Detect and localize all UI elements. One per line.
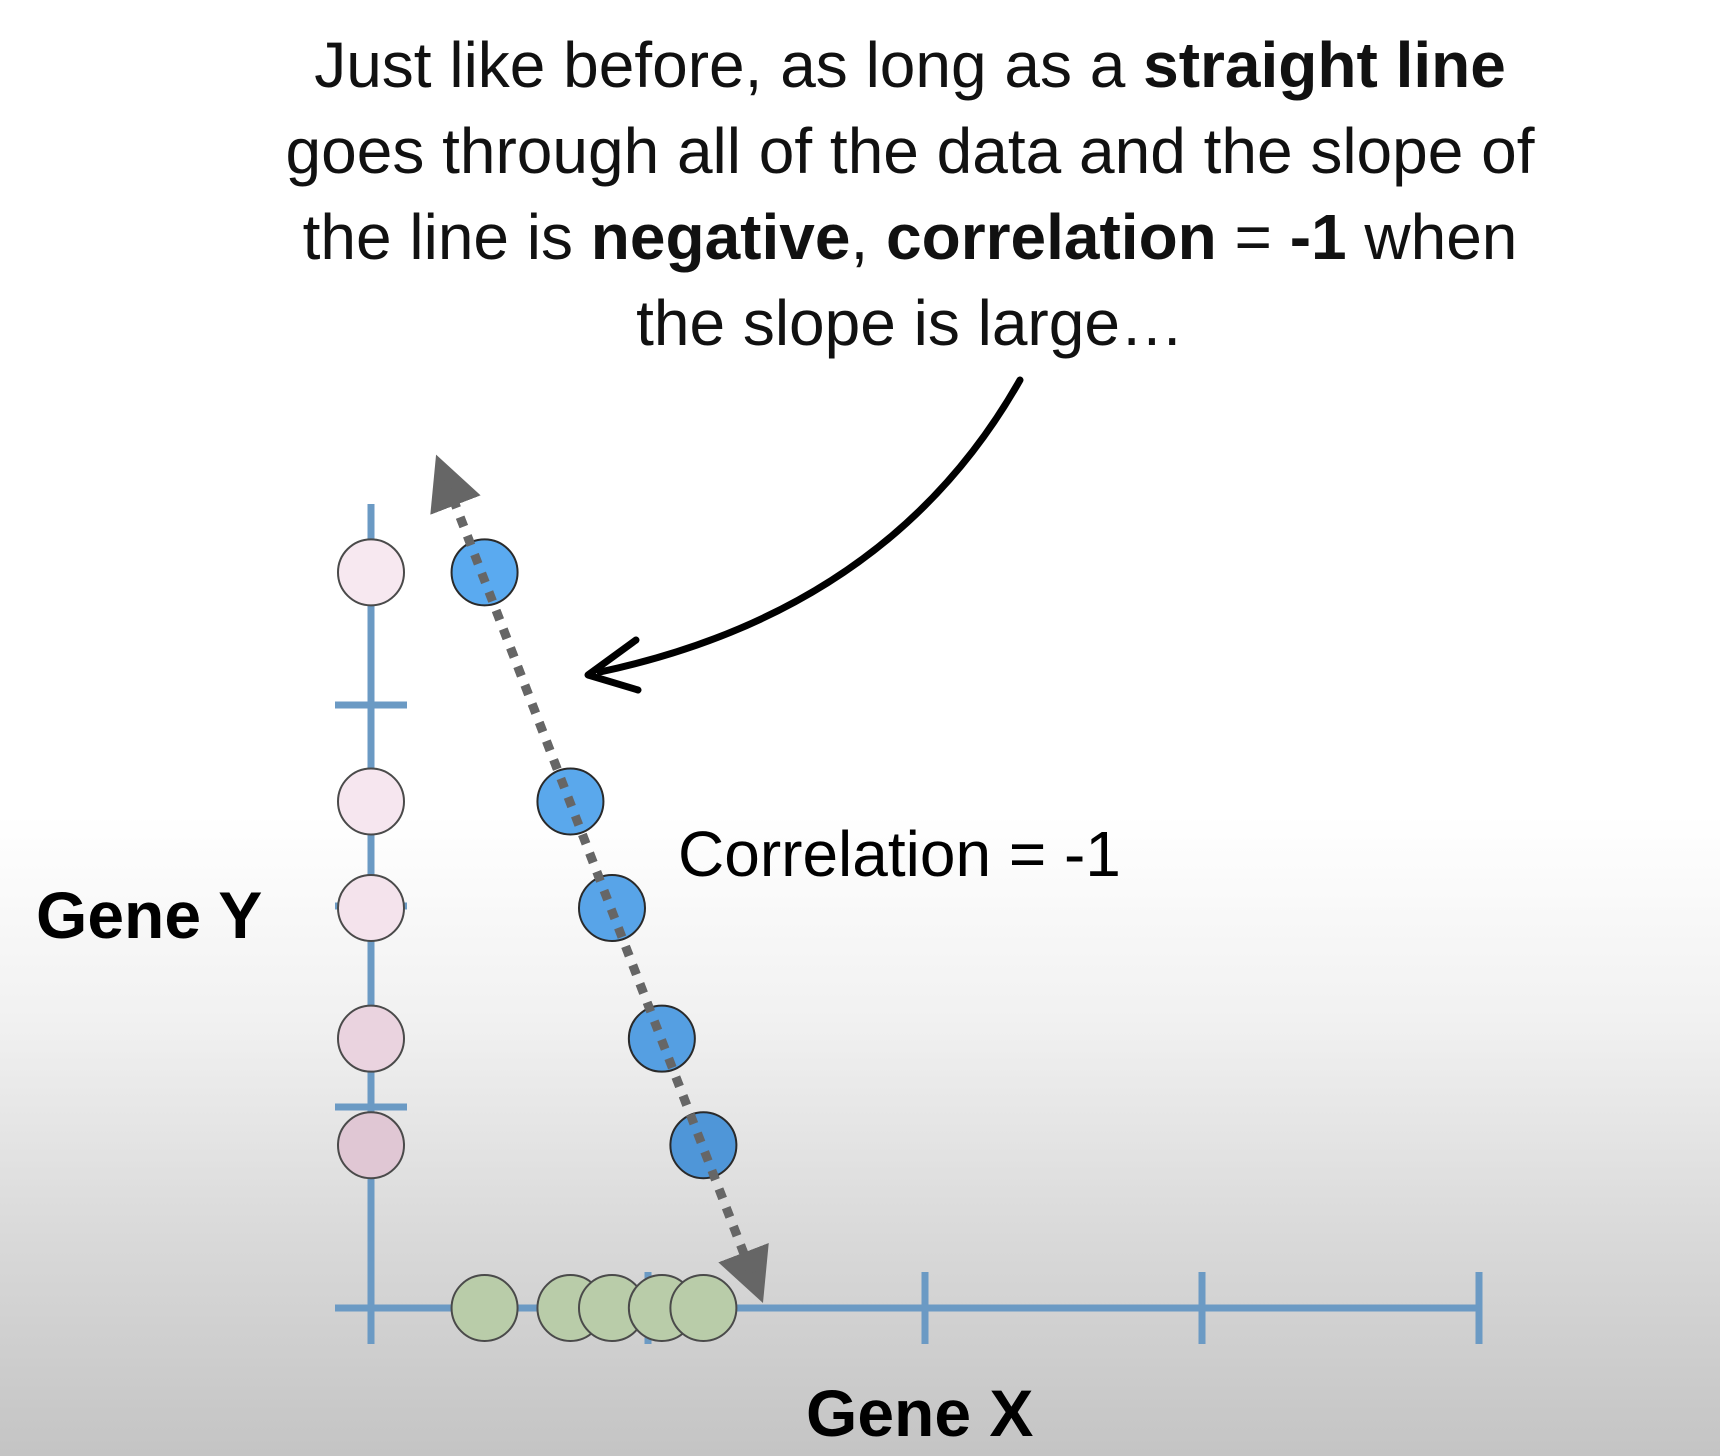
data-points bbox=[441, 478, 758, 1280]
data-point bbox=[577, 874, 646, 943]
annotation-text: Just like before, as long as a straight … bbox=[150, 22, 1670, 366]
annotation-line3-correlation: correlation bbox=[886, 201, 1217, 273]
correlation-label: Correlation = -1 bbox=[678, 818, 1121, 890]
y-projection-point bbox=[337, 767, 405, 836]
annotation-line3-a: the line is bbox=[302, 201, 591, 273]
y-projection-point bbox=[337, 1004, 405, 1073]
y-projection-point bbox=[337, 1111, 405, 1180]
annotation-line2: goes through all of the data and the slo… bbox=[285, 115, 1535, 187]
annotation-line4: the slope is large… bbox=[636, 287, 1184, 359]
pointer-arrow bbox=[596, 376, 1024, 676]
y-projection-point bbox=[337, 874, 405, 943]
trend-line-overlay bbox=[441, 478, 758, 1280]
annotation-line3-minus-one: -1 bbox=[1289, 201, 1347, 273]
annotation-line1-bold: straight line bbox=[1143, 29, 1506, 101]
data-point bbox=[627, 1004, 696, 1073]
annotation-line3-negative: negative bbox=[590, 201, 851, 273]
x-axis-title: Gene X bbox=[806, 1376, 1033, 1450]
x-projection-point bbox=[450, 1274, 519, 1342]
y-projection-point bbox=[337, 538, 405, 607]
annotation-line3-when: when bbox=[1346, 201, 1518, 273]
pointer-arrow-head bbox=[584, 636, 642, 694]
x-projection-point bbox=[669, 1274, 738, 1342]
y-axis-title: Gene Y bbox=[36, 878, 262, 952]
annotation-line3-comma: , bbox=[850, 201, 886, 273]
data-point bbox=[669, 1111, 738, 1180]
projection-points bbox=[337, 538, 738, 1342]
annotation-line3-equals: = bbox=[1216, 201, 1290, 273]
annotation-line1-a: Just like before, as long as a bbox=[314, 29, 1144, 101]
